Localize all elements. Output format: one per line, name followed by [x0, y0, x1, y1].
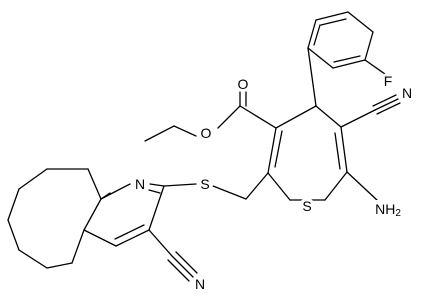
- atom-nitrile-n-bottom: N: [192, 276, 208, 292]
- atom-o-carbonyl: O: [235, 76, 251, 92]
- atom-amine: NH2: [374, 200, 408, 219]
- atom-pyridine-n: N: [132, 176, 148, 192]
- atom-o-ester-label: O: [201, 125, 212, 141]
- bond-layer: [7, 11, 401, 282]
- atom-s-ring-label: S: [302, 198, 311, 214]
- atom-s-thioether-label: S: [200, 176, 209, 192]
- atom-s-ring: S: [299, 198, 315, 214]
- atom-o-ester: O: [198, 125, 214, 141]
- atom-o-carbonyl-label: O: [238, 76, 249, 92]
- atom-amine-nh: NH: [375, 201, 395, 217]
- atom-s-thioether: S: [197, 176, 213, 192]
- atom-pyridine-n-label: N: [135, 176, 145, 192]
- atom-fluorine: F: [380, 73, 396, 89]
- atom-nitrile-n-top: N: [399, 85, 415, 101]
- atom-fluorine-label: F: [384, 73, 393, 89]
- atom-amine-label: NH2: [375, 201, 401, 219]
- atom-nitrile-n-bottom-label: N: [195, 276, 205, 292]
- atom-nitrile-n-top-label: N: [402, 85, 412, 101]
- atom-amine-subscript: 2: [395, 208, 401, 219]
